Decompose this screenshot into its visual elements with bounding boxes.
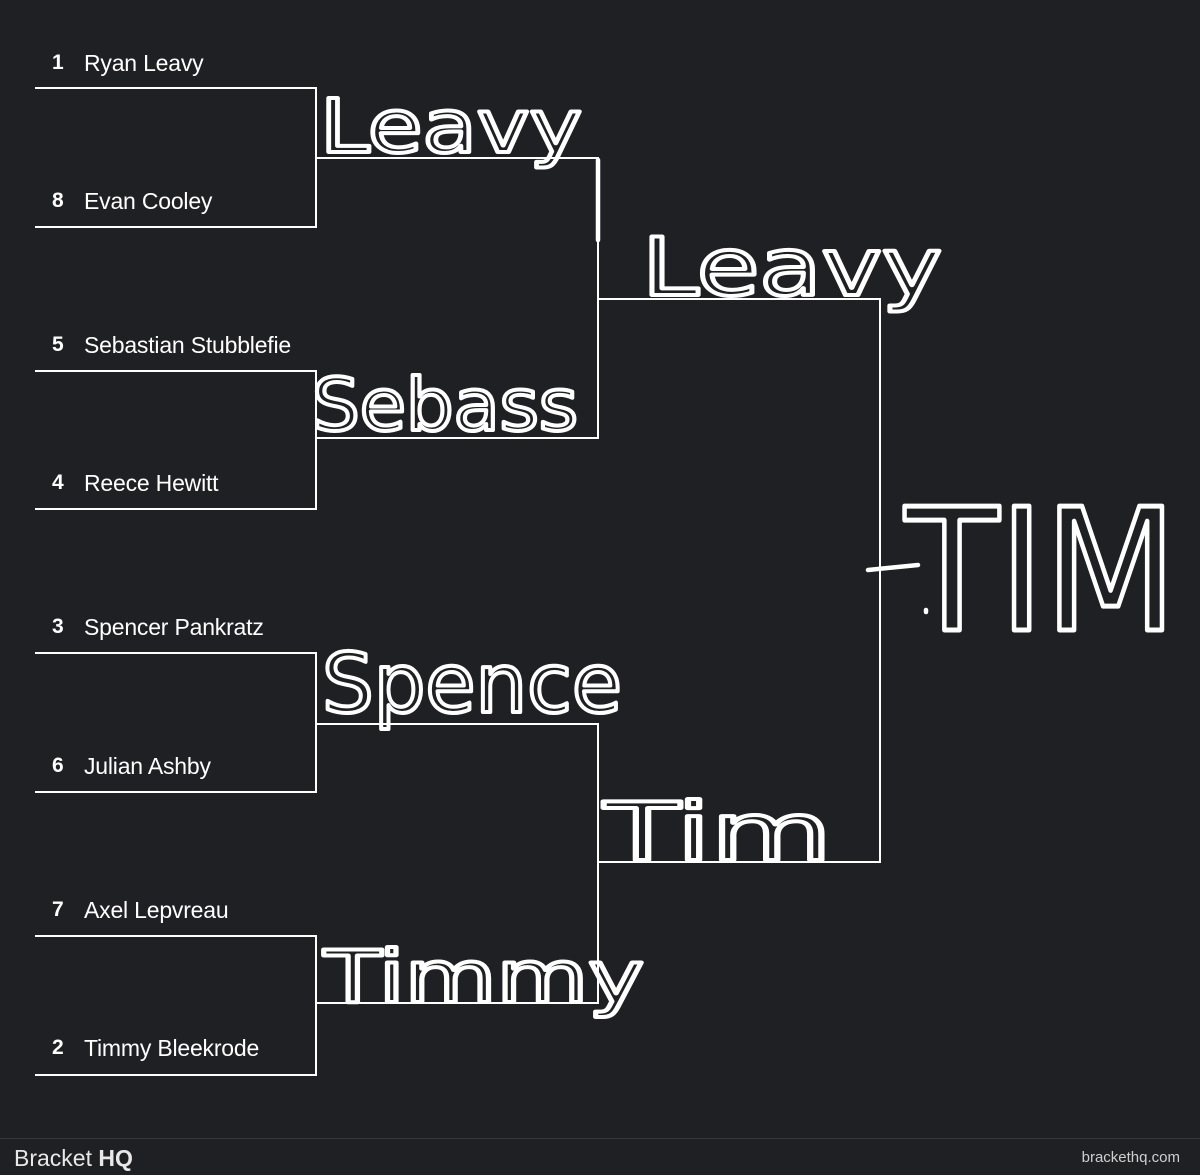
seed-number: 8 [52, 189, 64, 212]
entrant-slot-8[interactable]: 2 Timmy Bleekrode [36, 1028, 294, 1068]
seed-number: 1 [52, 51, 64, 74]
match-line-2 [35, 370, 317, 510]
entrant-slot-7[interactable]: 7 Axel Lepvreau [36, 890, 294, 930]
entrant-name: Axel Lepvreau [84, 896, 229, 923]
brand-logo[interactable]: Bracket HQ [14, 1145, 133, 1172]
pick-quarterfinal-2: Sebass [312, 363, 578, 447]
entrant-slot-3[interactable]: 5 Sebastian Stubblefie [36, 325, 294, 365]
entrant-name: Julian Ashby [84, 752, 211, 779]
site-link[interactable]: brackethq.com [1081, 1149, 1180, 1166]
entrant-slot-5[interactable]: 3 Spencer Pankratz [36, 607, 294, 647]
match-line-7 [598, 298, 881, 863]
entrant-slot-2[interactable]: 8 Evan Cooley [36, 181, 294, 221]
entrant-slot-4[interactable]: 4 Reece Hewitt [36, 463, 294, 503]
seed-number: 5 [52, 333, 64, 356]
match-line-3 [35, 652, 317, 793]
bracket-lines [35, 87, 881, 1076]
brand-bold: HQ [98, 1145, 133, 1171]
brand-regular: Bracket [14, 1145, 99, 1171]
entrant-slot-1[interactable]: 1 Ryan Leavy [36, 43, 294, 83]
seed-number: 7 [52, 898, 64, 921]
seed-number: 2 [52, 1036, 64, 1059]
entrant-name: Spencer Pankratz [84, 613, 264, 640]
entrant-name: Reece Hewitt [84, 469, 219, 496]
entrant-name: Ryan Leavy [84, 49, 204, 76]
entrant-name: Sebastian Stubblefie [84, 331, 291, 358]
footer-bar: Bracket HQ brackethq.com [0, 1138, 1200, 1175]
seed-number: 6 [52, 754, 64, 777]
pick-quarterfinal-1: Leavy [320, 84, 582, 170]
entrant-name: Timmy Bleekrode [84, 1034, 260, 1061]
match-line-4 [35, 935, 317, 1076]
seed-number: 3 [52, 615, 64, 638]
match-line-6 [316, 723, 599, 1004]
pick-quarterfinal-3: Spence [322, 637, 622, 732]
handwritten-picks: Leavy Sebass Spence Timmy Leavy Tim TIM [310, 82, 1180, 1021]
pick-champion: TIM [904, 473, 1177, 671]
entrant-name: Evan Cooley [84, 187, 213, 214]
ink-stroke [865, 562, 921, 573]
pick-quarterfinal-4: Timmy [323, 935, 644, 1019]
entrant-slot-6[interactable]: 6 Julian Ashby [36, 746, 294, 786]
pick-semifinal-1: Leavy [642, 221, 942, 314]
seed-number: 4 [52, 471, 64, 494]
pick-semifinal-2: Tim [602, 786, 832, 879]
